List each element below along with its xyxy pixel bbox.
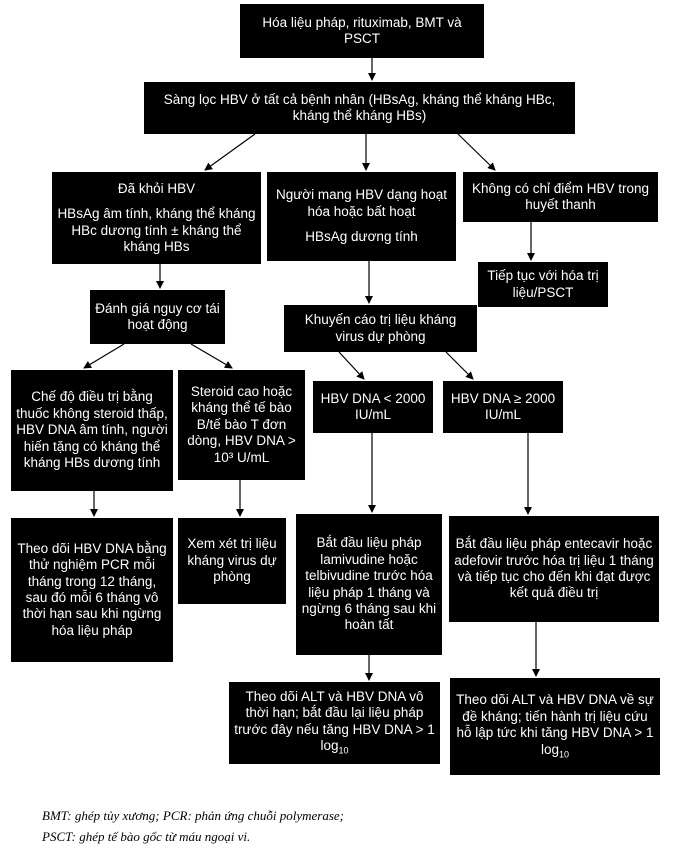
node-carrier-detail: HBsAg dương tính <box>305 229 418 245</box>
node-consider-text: Xem xét trị liệu kháng virus dự phòng <box>187 536 277 585</box>
node-hbv-screening: Sàng lọc HBV ở tất cả bệnh nhân (HBsAg, … <box>144 82 575 134</box>
node-monitor-pcr-text: Theo dõi HBV DNA bằng thử nghiệm PCR mỗi… <box>17 540 167 638</box>
node-dna-high: HBV DNA ≥ 2000 IU/mL <box>443 381 563 433</box>
node-chemotherapy: Hóa liệu pháp, rituximab, BMT và PSCT <box>240 4 484 58</box>
node-carrier-title: Người mang HBV dạng hoạt hóa hoặc bất ho… <box>276 187 447 219</box>
node-high-risk-text: Steroid cao hoặc kháng thể tế bào B/tế b… <box>187 383 296 465</box>
node-monitor-alt-sub: 10 <box>338 746 349 757</box>
node-low-risk-text: Chế độ điều trị bằng thuốc không steroid… <box>16 389 168 471</box>
arrow-screening-nomarker <box>457 133 496 171</box>
node-high-risk: Steroid cao hoặc kháng thể tế bào B/tế b… <box>178 370 305 480</box>
node-monitor-res-text: Theo dõi ALT và HBV DNA về sự đề kháng; … <box>455 692 655 760</box>
node-dna-low: HBV DNA < 2000 IU/mL <box>313 381 433 433</box>
arrow-prophylaxis-dnahigh <box>445 351 474 380</box>
node-chemotherapy-text: Hóa liệu pháp, rituximab, BMT và PSCT <box>262 14 462 46</box>
arrow-prophylaxis-dnalow <box>338 351 365 380</box>
node-monitor-alt-text: Theo dõi ALT và HBV DNA vô thời hạn; bắt… <box>234 689 435 757</box>
node-no-hbv-marker: Không có chỉ điểm HBV trong huyết thanh <box>463 172 658 222</box>
arrow-risk-low <box>83 343 125 369</box>
node-dna-high-text: HBV DNA ≥ 2000 IU/mL <box>450 390 556 422</box>
node-resolved-title: Đã khỏi HBV <box>117 180 196 196</box>
node-monitor-pcr: Theo dõi HBV DNA bằng thử nghiệm PCR mỗi… <box>11 518 173 662</box>
node-monitor-resistance: Theo dõi ALT và HBV DNA về sự đề kháng; … <box>450 678 660 775</box>
node-resolved-detail: HBsAg âm tính, kháng thể kháng HBc dương… <box>57 206 256 254</box>
node-prophylaxis-text: Khuyến cáo trị liệu kháng virus dự phòng <box>304 312 457 344</box>
arrow-risk-high <box>190 343 233 369</box>
node-risk-assessment: Đánh giá nguy cơ tái hoạt động <box>90 290 225 344</box>
node-lamivudine-text: Bắt đầu liệu pháp lamivudine hoặc telbiv… <box>301 535 437 633</box>
node-continue-chemo: Tiếp tục với hóa trị liệu/PSCT <box>478 262 608 307</box>
node-risk-text: Đánh giá nguy cơ tái hoạt động <box>95 300 220 332</box>
node-monitor-alt: Theo dõi ALT và HBV DNA vô thời hạn; bắt… <box>229 682 440 764</box>
arrow-screening-resolved <box>204 133 256 171</box>
node-monitor-res-main: Theo dõi ALT và HBV DNA về sự đề kháng; … <box>456 692 654 757</box>
node-entecavir: Bắt đầu liệu pháp entecavir hoặc adefovi… <box>449 516 659 622</box>
node-monitor-res-sub: 10 <box>559 749 570 760</box>
node-monitor-alt-main: Theo dõi ALT và HBV DNA vô thời hạn; bắt… <box>234 688 435 754</box>
node-hbv-screening-text: Sàng lọc HBV ở tất cả bệnh nhân (HBsAg, … <box>163 91 556 123</box>
node-entecavir-text: Bắt đầu liệu pháp entecavir hoặc adefovi… <box>454 536 654 601</box>
node-consider-prophylaxis: Xem xét trị liệu kháng virus dự phòng <box>178 518 286 604</box>
node-resolved-hbv: Đã khỏi HBV HBsAg âm tính, kháng thể khá… <box>52 172 261 264</box>
node-no-marker-text: Không có chỉ điểm HBV trong huyết thanh <box>471 180 650 212</box>
node-continue-text: Tiếp tục với hóa trị liệu/PSCT <box>487 268 599 300</box>
footnote-2: PSCT: ghép tế bào gốc từ máu ngoại vi. <box>42 829 251 844</box>
node-hbv-carrier: Người mang HBV dạng hoạt hóa hoặc bất ho… <box>267 172 456 261</box>
node-lamivudine: Bắt đầu liệu pháp lamivudine hoặc telbiv… <box>296 514 442 655</box>
node-dna-low-text: HBV DNA < 2000 IU/mL <box>320 390 426 422</box>
node-prophylaxis-recommended: Khuyến cáo trị liệu kháng virus dự phòng <box>284 305 477 352</box>
footnote-1: BMT: ghép tủy xương; PCR: phản ứng chuỗi… <box>42 808 345 823</box>
node-low-risk: Chế độ điều trị bằng thuốc không steroid… <box>11 370 173 491</box>
